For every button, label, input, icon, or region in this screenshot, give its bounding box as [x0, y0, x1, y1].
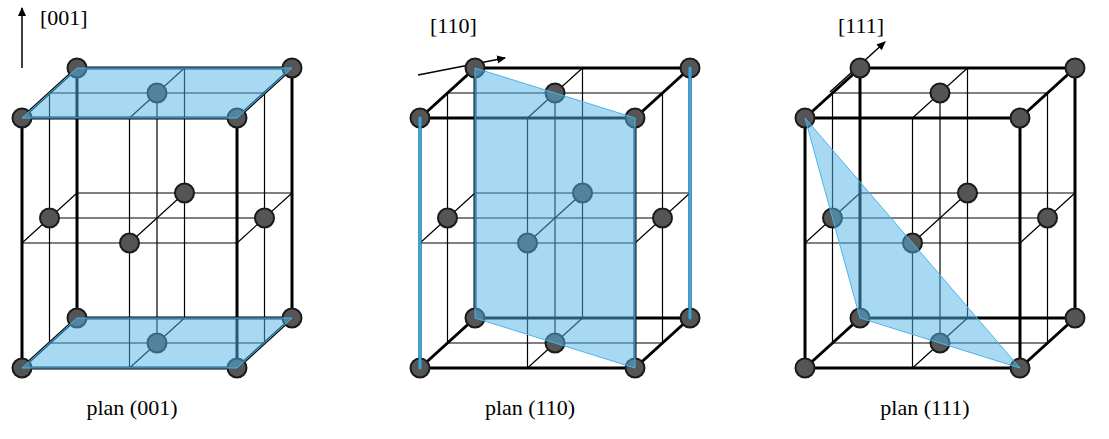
- lattice-line: [156, 93, 157, 343]
- cube-edge: [419, 118, 422, 368]
- direction-label: [001]: [40, 6, 88, 30]
- plane-caption: plan (111): [880, 396, 969, 420]
- cube-edge: [689, 68, 692, 318]
- atom: [255, 209, 274, 228]
- cube-edge: [1074, 68, 1077, 318]
- atom: [1066, 309, 1085, 328]
- plane-caption: plan (110): [485, 396, 575, 420]
- cube-edge: [635, 318, 690, 368]
- crystal-plane: [805, 118, 1020, 368]
- atom: [653, 209, 672, 228]
- cube-edge: [805, 68, 860, 118]
- cube-edge: [860, 67, 1075, 70]
- cube-edge: [805, 117, 1020, 120]
- atom: [1038, 209, 1057, 228]
- cube-edge: [291, 68, 294, 318]
- cube-edge: [420, 318, 475, 368]
- atom: [40, 209, 59, 228]
- atom: [796, 359, 815, 378]
- cube-edge: [805, 318, 860, 368]
- direction-arrow: [21, 8, 23, 68]
- cube-edge: [475, 67, 690, 70]
- lattice-line: [913, 68, 968, 118]
- atom: [175, 184, 194, 203]
- cube-edge: [1019, 118, 1022, 368]
- cube-edge: [805, 367, 1020, 370]
- plane-edge: [419, 118, 422, 368]
- direction-label: [111]: [838, 14, 884, 38]
- cube-edge: [21, 118, 24, 368]
- atom: [120, 234, 139, 253]
- crystal-plane: [22, 318, 292, 368]
- plane-edge: [689, 68, 692, 318]
- cube-edge: [1020, 68, 1075, 118]
- atom: [438, 209, 457, 228]
- cube-edge: [420, 68, 475, 118]
- cube-edge: [635, 68, 690, 118]
- atom: [958, 184, 977, 203]
- cube-edge: [804, 118, 807, 368]
- atom: [851, 59, 870, 78]
- plane-caption: plan (001): [86, 396, 177, 420]
- crystal-plane: [475, 68, 635, 368]
- direction-label: [110]: [430, 14, 477, 38]
- atom: [1066, 59, 1085, 78]
- atom: [1011, 109, 1030, 128]
- cube-edge: [420, 367, 635, 370]
- crystal-plane: [22, 68, 292, 118]
- atom: [931, 84, 950, 103]
- cube-edge: [1020, 318, 1075, 368]
